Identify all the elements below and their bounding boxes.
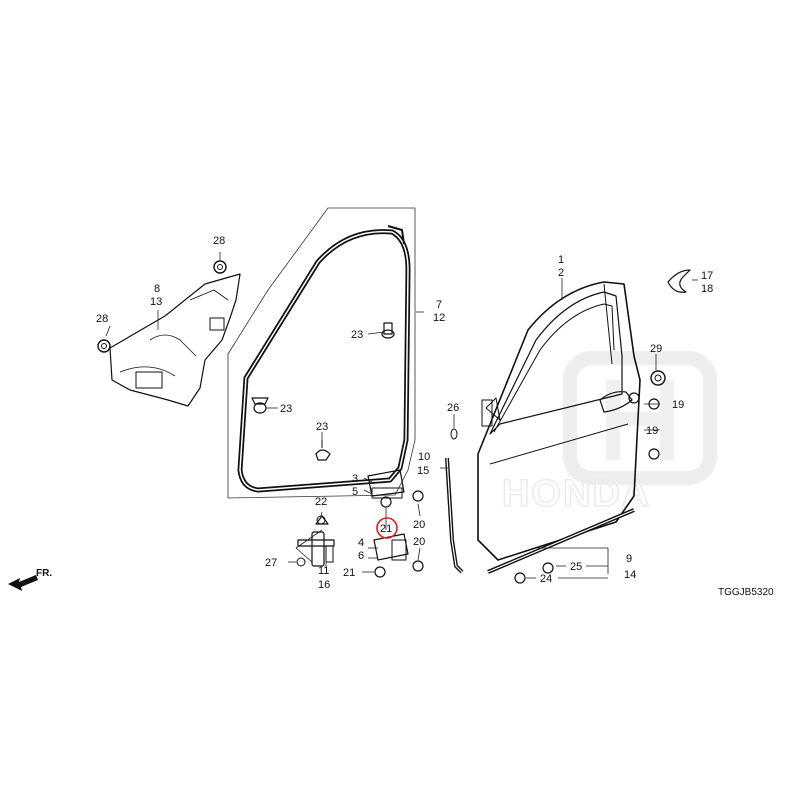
upper-hinge [367, 469, 424, 508]
callout-3: 3 [352, 473, 358, 485]
door-check [295, 515, 335, 567]
weatherstrip-clip-bottom [315, 440, 331, 461]
callout-19-lower: 19 [646, 425, 658, 437]
callout-19-upper: 19 [672, 399, 684, 411]
callout-23-bottom: 23 [316, 421, 328, 433]
inner-sheet-panel [109, 273, 241, 407]
callout-20-lower: 20 [413, 536, 425, 548]
callout-10: 10 [418, 451, 430, 463]
callout-9: 9 [626, 553, 632, 565]
door-weatherstrip [237, 225, 411, 493]
diagram-code: TGGJB5320 [718, 587, 774, 598]
leader-lines [105, 252, 698, 579]
callout-29: 29 [650, 343, 662, 355]
seal-ring [450, 428, 458, 440]
callout-25: 25 [570, 561, 582, 573]
panel-clip-left [97, 339, 111, 353]
callout-12: 12 [433, 312, 445, 324]
callout-21-highlighted: 21 [376, 517, 398, 539]
direction-label: FR. [36, 568, 52, 579]
panel-clip-top [213, 260, 227, 274]
callout-23-upper: 23 [351, 329, 363, 341]
callout-21-upper: 21 [380, 523, 392, 535]
molding-clip-25 [542, 562, 554, 574]
callout-18: 18 [701, 283, 713, 295]
callout-28-top: 28 [213, 235, 225, 247]
molding-clip-24 [514, 572, 526, 584]
callout-4: 4 [358, 537, 364, 549]
callout-13: 13 [150, 296, 162, 308]
callout-2: 2 [558, 267, 564, 279]
callout-17: 17 [701, 270, 713, 282]
weatherstrip-clip-upper [381, 322, 395, 339]
callout-26: 26 [447, 402, 459, 414]
front-direction-arrow: FR. [8, 568, 52, 591]
weatherstrip-clip-left [251, 397, 269, 414]
honda-watermark: HONDA [501, 351, 717, 516]
front-door [477, 281, 641, 561]
callout-22: 22 [315, 496, 327, 508]
callout-5: 5 [352, 486, 358, 498]
callout-23-left: 23 [280, 403, 292, 415]
callout-8: 8 [154, 283, 160, 295]
callout-27: 27 [265, 557, 277, 569]
door-bolt-19-lower [648, 448, 660, 460]
callout-6: 6 [358, 550, 364, 562]
lower-hinge [373, 533, 424, 578]
watermark-text: HONDA [502, 473, 651, 515]
callout-1: 1 [558, 254, 564, 266]
callout-14: 14 [624, 569, 636, 581]
callout-24: 24 [540, 573, 552, 585]
callout-21-lower: 21 [343, 567, 355, 579]
callout-16: 16 [318, 579, 330, 591]
callout-11: 11 [318, 565, 329, 577]
corner-trim [667, 269, 691, 293]
weatherstrip-group-box [227, 207, 416, 499]
callouts: 1 2 3 4 5 6 7 8 9 10 11 12 13 14 15 16 1… [96, 235, 713, 591]
callout-20-upper: 20 [413, 519, 425, 531]
callout-7: 7 [436, 299, 442, 311]
door-plug-29 [650, 370, 666, 386]
callout-28-left: 28 [96, 313, 108, 325]
callout-15: 15 [417, 465, 429, 477]
sash-trim [445, 457, 464, 574]
door-molding [487, 508, 635, 574]
